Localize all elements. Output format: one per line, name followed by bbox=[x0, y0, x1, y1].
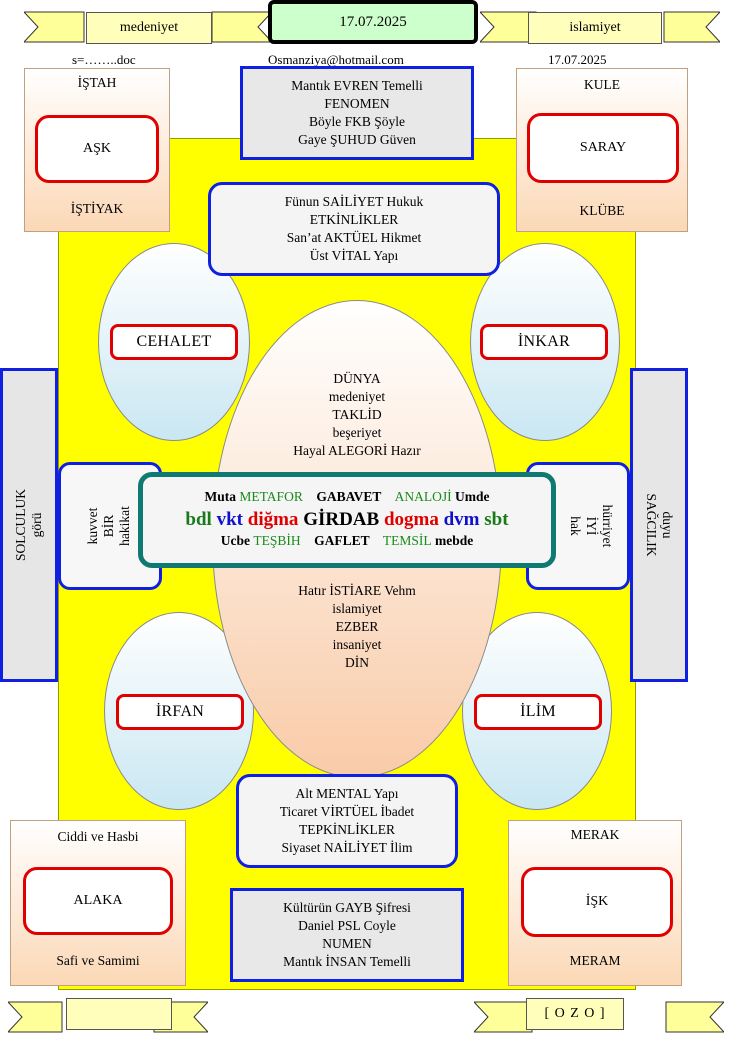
footer-left-ribbon-label bbox=[66, 998, 172, 1030]
bottom-left-panel: Ciddi ve Hasbi ALAKA Safi ve Samimi bbox=[10, 820, 186, 986]
left-ribbon-label: medeniyet bbox=[86, 12, 212, 44]
date-main: 17.07.2025 bbox=[339, 13, 407, 30]
file-label: s=……..doc bbox=[72, 52, 136, 67]
gnosis-label: İRFAN bbox=[116, 694, 244, 730]
middle-row-2: bdl vkt diğma GİRDAB dogma dvm sbt bbox=[185, 509, 509, 530]
interest-box: ALAKA bbox=[23, 867, 173, 935]
panel-top-label: İŞTAH bbox=[77, 75, 117, 90]
light-box: İŞK bbox=[521, 867, 673, 937]
panel-bottom-label: Safi ve Samimi bbox=[56, 953, 140, 968]
bottom-box: Kültürün GAYB Şifresi Daniel PSL Coyle N… bbox=[230, 888, 464, 982]
denial-label: İNKAR bbox=[480, 324, 608, 360]
science-label: İLİM bbox=[474, 694, 602, 730]
bottom-right-panel: MERAK İŞK MERAM bbox=[508, 820, 682, 986]
lower-box: Alt MENTAL Yapı Ticaret VİRTÜEL İbadet T… bbox=[236, 774, 458, 868]
footer-right-ribbon-label: [ O Z O ] bbox=[526, 998, 624, 1030]
panel-bottom-label: İŞTİYAK bbox=[70, 201, 124, 216]
right-ribbon-shape bbox=[480, 11, 720, 43]
panel-top-label: Ciddi ve Hasbi bbox=[57, 829, 139, 844]
date-box: 17.07.2025 bbox=[268, 0, 478, 44]
left-side-bar: SOLCULUK görü bbox=[0, 368, 58, 682]
panel-top-label: MERAK bbox=[570, 827, 620, 842]
top-box: Mantık EVREN Temelli FENOMEN Böyle FKB Ş… bbox=[240, 66, 474, 160]
love-box: AŞK bbox=[35, 115, 159, 183]
email-label: Osmanziya@hotmail.com bbox=[268, 52, 404, 67]
panel-bottom-label: KLÜBE bbox=[579, 203, 625, 218]
center-lower-text: Hatır İSTİARE Vehm islamiyet EZBER insan… bbox=[298, 583, 416, 670]
date-right: 17.07.2025 bbox=[548, 52, 607, 67]
top-left-panel: İŞTAH AŞK İŞTİYAK bbox=[24, 68, 170, 232]
ignorance-label: CEHALET bbox=[110, 324, 238, 360]
palace-box: SARAY bbox=[527, 113, 679, 183]
middle-row-3: Ucbe TEŞBİH GAFLET TEMSİL mebde bbox=[220, 533, 474, 548]
middle-box: Muta METAFOR GABAVET ANALOJİ Umde bdl vk… bbox=[138, 472, 556, 568]
top-right-panel: KULE SARAY KLÜBE bbox=[516, 68, 688, 232]
left-ribbon-shape bbox=[24, 11, 272, 43]
footer-right-ribbon-shape bbox=[474, 1001, 724, 1033]
panel-bottom-label: MERAM bbox=[569, 953, 621, 968]
right-side-bar: duyu SAĞCILIK bbox=[630, 368, 688, 682]
center-upper-text: DÜNYA medeniyet TAKLİD beşeriyet Hayal A… bbox=[293, 371, 421, 458]
panel-top-label: KULE bbox=[584, 77, 620, 92]
middle-row-1: Muta METAFOR GABAVET ANALOJİ Umde bbox=[204, 489, 490, 504]
right-ribbon-label: islamiyet bbox=[528, 12, 662, 44]
upper-box: Fünun SAİLİYET Hukuk ETKİNLİKLER San’at … bbox=[208, 182, 500, 276]
